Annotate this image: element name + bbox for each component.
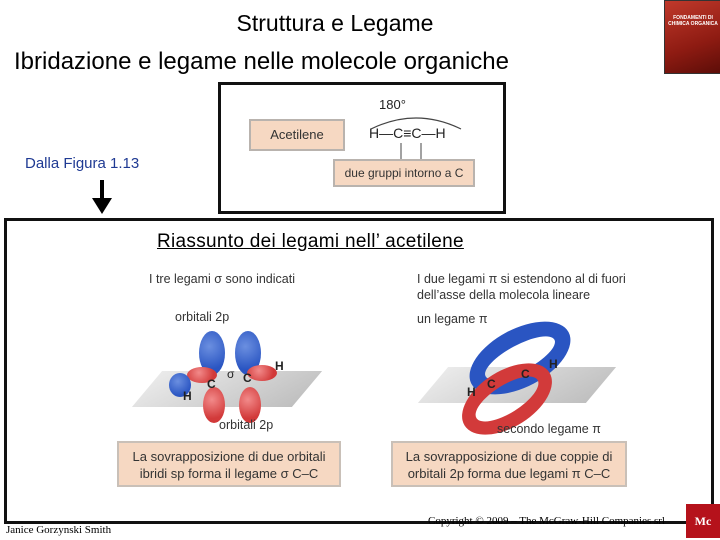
down-arrow-shaft xyxy=(100,180,104,200)
orbital-label-top: orbitali 2p xyxy=(175,310,230,324)
atom-h: H xyxy=(275,359,284,373)
down-arrow-icon xyxy=(92,198,112,214)
p-orbital-lobe xyxy=(239,387,261,423)
p-orbital-lobe xyxy=(187,367,217,383)
groups-label: due gruppi intorno a C xyxy=(333,159,475,187)
p-orbital-lobe xyxy=(203,387,225,423)
author-credit: Janice Gorzynski Smith xyxy=(6,524,112,536)
figure-reference: Dalla Figura 1.13 xyxy=(25,155,140,172)
angle-arc xyxy=(370,117,462,130)
sigma-orbital-diagram: H C C H σ xyxy=(131,331,323,441)
sigma-summary-box: La sovrapposizione di due orbitali ibrid… xyxy=(117,441,341,487)
acetylene-formula: H—C≡C—H xyxy=(369,125,446,141)
pointer-arrows xyxy=(400,143,422,159)
book-cover-image: FONDAMENTI DI CHIMICA ORGANICA xyxy=(664,0,720,74)
sigma-symbol: σ xyxy=(227,367,235,381)
summary-title: Riassunto dei legami nell’ acetilene xyxy=(157,231,464,252)
p-orbital-lobe xyxy=(169,373,191,397)
atom-h: H xyxy=(183,389,192,403)
p-orbital-lobe xyxy=(247,365,277,381)
bond-angle-label: 180° xyxy=(379,97,406,112)
orbital-label-bottom: orbitali 2p xyxy=(219,418,274,432)
copyright-notice: Copyright © 2009 – The McGraw-Hill Compa… xyxy=(428,515,665,527)
book-cover-text: FONDAMENTI DI CHIMICA ORGANICA xyxy=(668,15,718,27)
slide-subtitle: Ibridazione e legame nelle molecole orga… xyxy=(14,48,509,75)
pi-summary-box: La sovrapposizione di due coppie di orbi… xyxy=(391,441,627,487)
acetylene-figure-box: Acetilene 180° H—C≡C—H due gruppi intorn… xyxy=(218,82,506,214)
publisher-logo: Mc xyxy=(686,504,720,538)
acetylene-label: Acetilene xyxy=(249,119,345,151)
atom-c: C xyxy=(207,377,216,391)
slide-title: Struttura e Legame xyxy=(236,10,434,36)
bonding-summary-box: Riassunto dei legami nell’ acetilene I t… xyxy=(4,218,714,524)
atom-c: C xyxy=(243,371,252,385)
atom-h: H xyxy=(467,385,476,399)
second-pi-label: secondo legame π xyxy=(497,422,601,436)
atom-c: C xyxy=(487,377,496,391)
pi-orbital-diagram: H C C H xyxy=(417,306,617,450)
atom-c: C xyxy=(521,367,530,381)
first-pi-label: un legame π xyxy=(417,312,488,326)
sigma-caption: I tre legami σ sono indicati xyxy=(149,272,295,286)
pi-caption: I due legami π si estendono al di fuori … xyxy=(417,272,626,302)
atom-h: H xyxy=(549,357,558,371)
